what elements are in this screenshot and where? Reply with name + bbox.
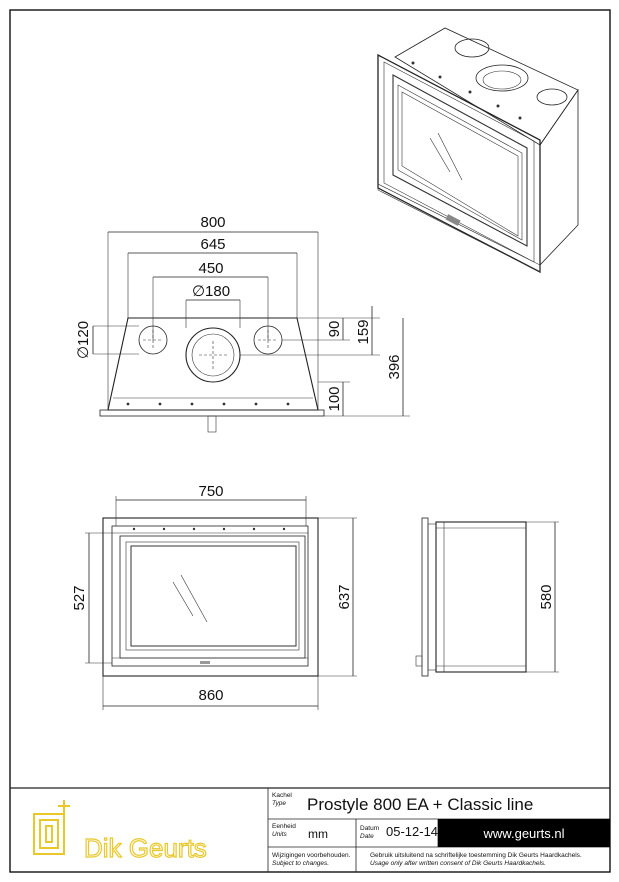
dim-396: 396 <box>386 354 403 379</box>
dim-dia-120: ∅120 <box>75 321 92 359</box>
dim-159: 159 <box>355 319 372 344</box>
note-usage-en: Usage only after written consent of Dik … <box>370 860 546 867</box>
logo-text: Dik Geurts <box>84 833 207 863</box>
logo-icon <box>33 800 70 855</box>
dim-645: 645 <box>200 236 225 253</box>
website-link[interactable]: www.geurts.nl <box>483 826 565 841</box>
dim-100: 100 <box>326 386 343 411</box>
units-value: mm <box>308 827 328 841</box>
date-label-nl: Datum <box>360 825 379 832</box>
type-value: Prostyle 800 EA + Classic line <box>307 795 533 814</box>
type-label-en: Type <box>272 800 286 807</box>
title-block <box>10 787 610 872</box>
website-bar <box>438 819 610 847</box>
drawing-border <box>9 9 611 873</box>
dim-637: 637 <box>336 584 353 609</box>
type-label-nl: Kachel <box>272 792 292 799</box>
side-view <box>415 517 559 677</box>
note-usage-nl: Gebruik uitsluitend na schriftelijke toe… <box>370 852 582 859</box>
date-value: 05-12-14 <box>386 824 438 839</box>
isometric-view <box>377 27 579 274</box>
note-changes-en: Subject to changes. <box>272 860 329 867</box>
dim-527: 527 <box>71 585 88 610</box>
dim-860: 860 <box>198 687 223 704</box>
top-view <box>92 231 410 433</box>
dim-580: 580 <box>538 584 555 609</box>
flue-outlet <box>185 327 241 383</box>
dim-90: 90 <box>326 321 343 338</box>
dim-750: 750 <box>198 483 223 500</box>
units-label-nl: Eenheid <box>272 823 296 830</box>
note-changes-nl: Wijzigingen voorbehouden. <box>272 852 351 859</box>
dim-800: 800 <box>200 214 225 231</box>
units-label-en: Units <box>272 831 288 838</box>
dim-dia-180: ∅180 <box>192 283 230 300</box>
dim-450: 450 <box>198 260 223 277</box>
date-label-en: Date <box>360 833 374 840</box>
flue-hole-left <box>138 325 168 355</box>
front-view <box>85 496 357 710</box>
